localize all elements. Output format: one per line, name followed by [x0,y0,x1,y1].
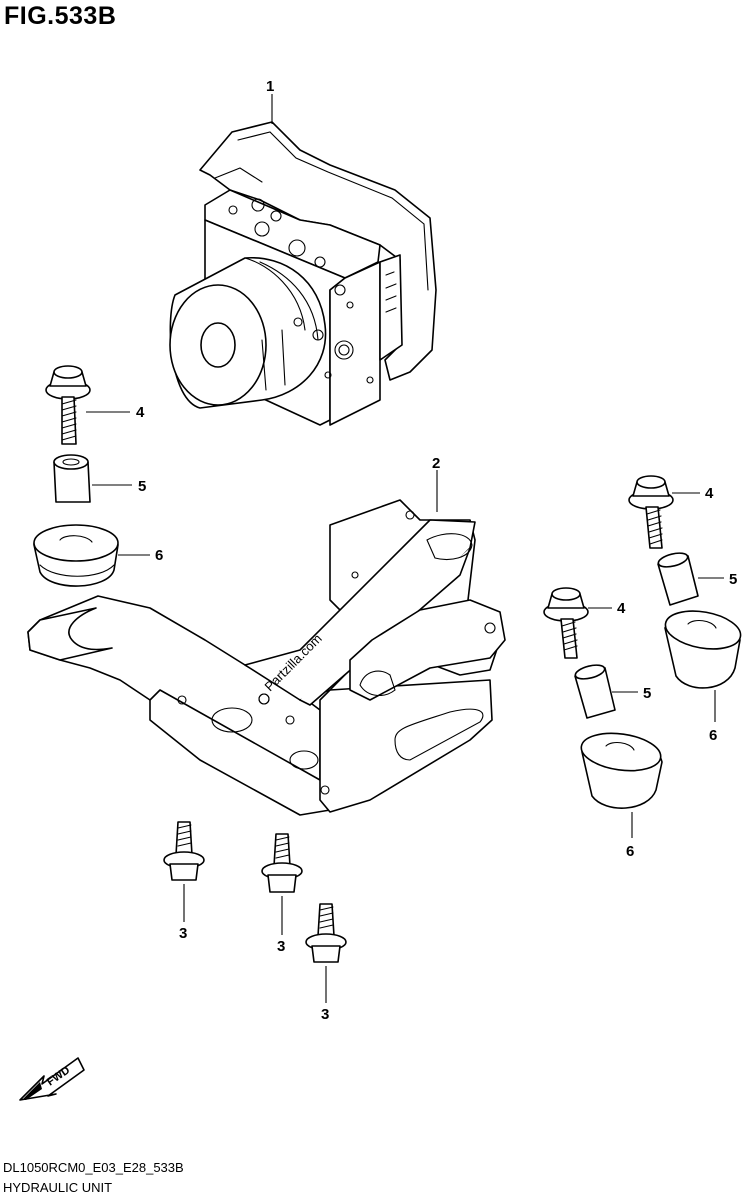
callout-number: 4 [136,404,145,421]
callout-number: 5 [138,478,146,495]
bracket-part[interactable] [27,470,506,816]
callout-number: 1 [266,78,274,95]
flange-bolt-right-upper[interactable] [628,475,700,549]
collar-right-lower[interactable] [574,663,638,719]
figure-name: HYDRAULIC UNIT [3,1180,113,1195]
callout-number: 4 [617,600,626,617]
callout-number: 3 [179,925,187,942]
callout-number: 2 [432,455,440,472]
callout-number: 5 [643,685,651,702]
grommet-right-upper[interactable] [662,606,743,722]
callout-number: 6 [626,843,634,860]
bolt-middle[interactable] [261,833,303,935]
forward-direction-arrow: FWD [19,1057,85,1101]
callout-number: 4 [705,485,714,502]
flange-bolt-left[interactable] [45,365,130,445]
collar-right-upper[interactable] [657,551,724,606]
figure-title: FIG.533B [4,2,117,30]
callout-number: 3 [321,1006,329,1023]
callout-number: 3 [277,938,285,955]
hydraulic-unit-part[interactable] [169,94,437,426]
callout-number: 6 [709,727,717,744]
flange-bolt-right-lower[interactable] [543,587,612,659]
watermark-registered-mark [258,693,270,705]
grommet-left[interactable] [33,524,150,587]
figure-code: DL1050RCM0_E03_E28_533B [3,1160,184,1175]
collar-left[interactable] [53,454,132,503]
grommet-right-lower[interactable] [579,729,663,838]
bolt-left[interactable] [163,821,205,922]
callout-number: 5 [729,571,737,588]
callout-number: 6 [155,547,163,564]
bolt-right[interactable] [305,903,347,1003]
